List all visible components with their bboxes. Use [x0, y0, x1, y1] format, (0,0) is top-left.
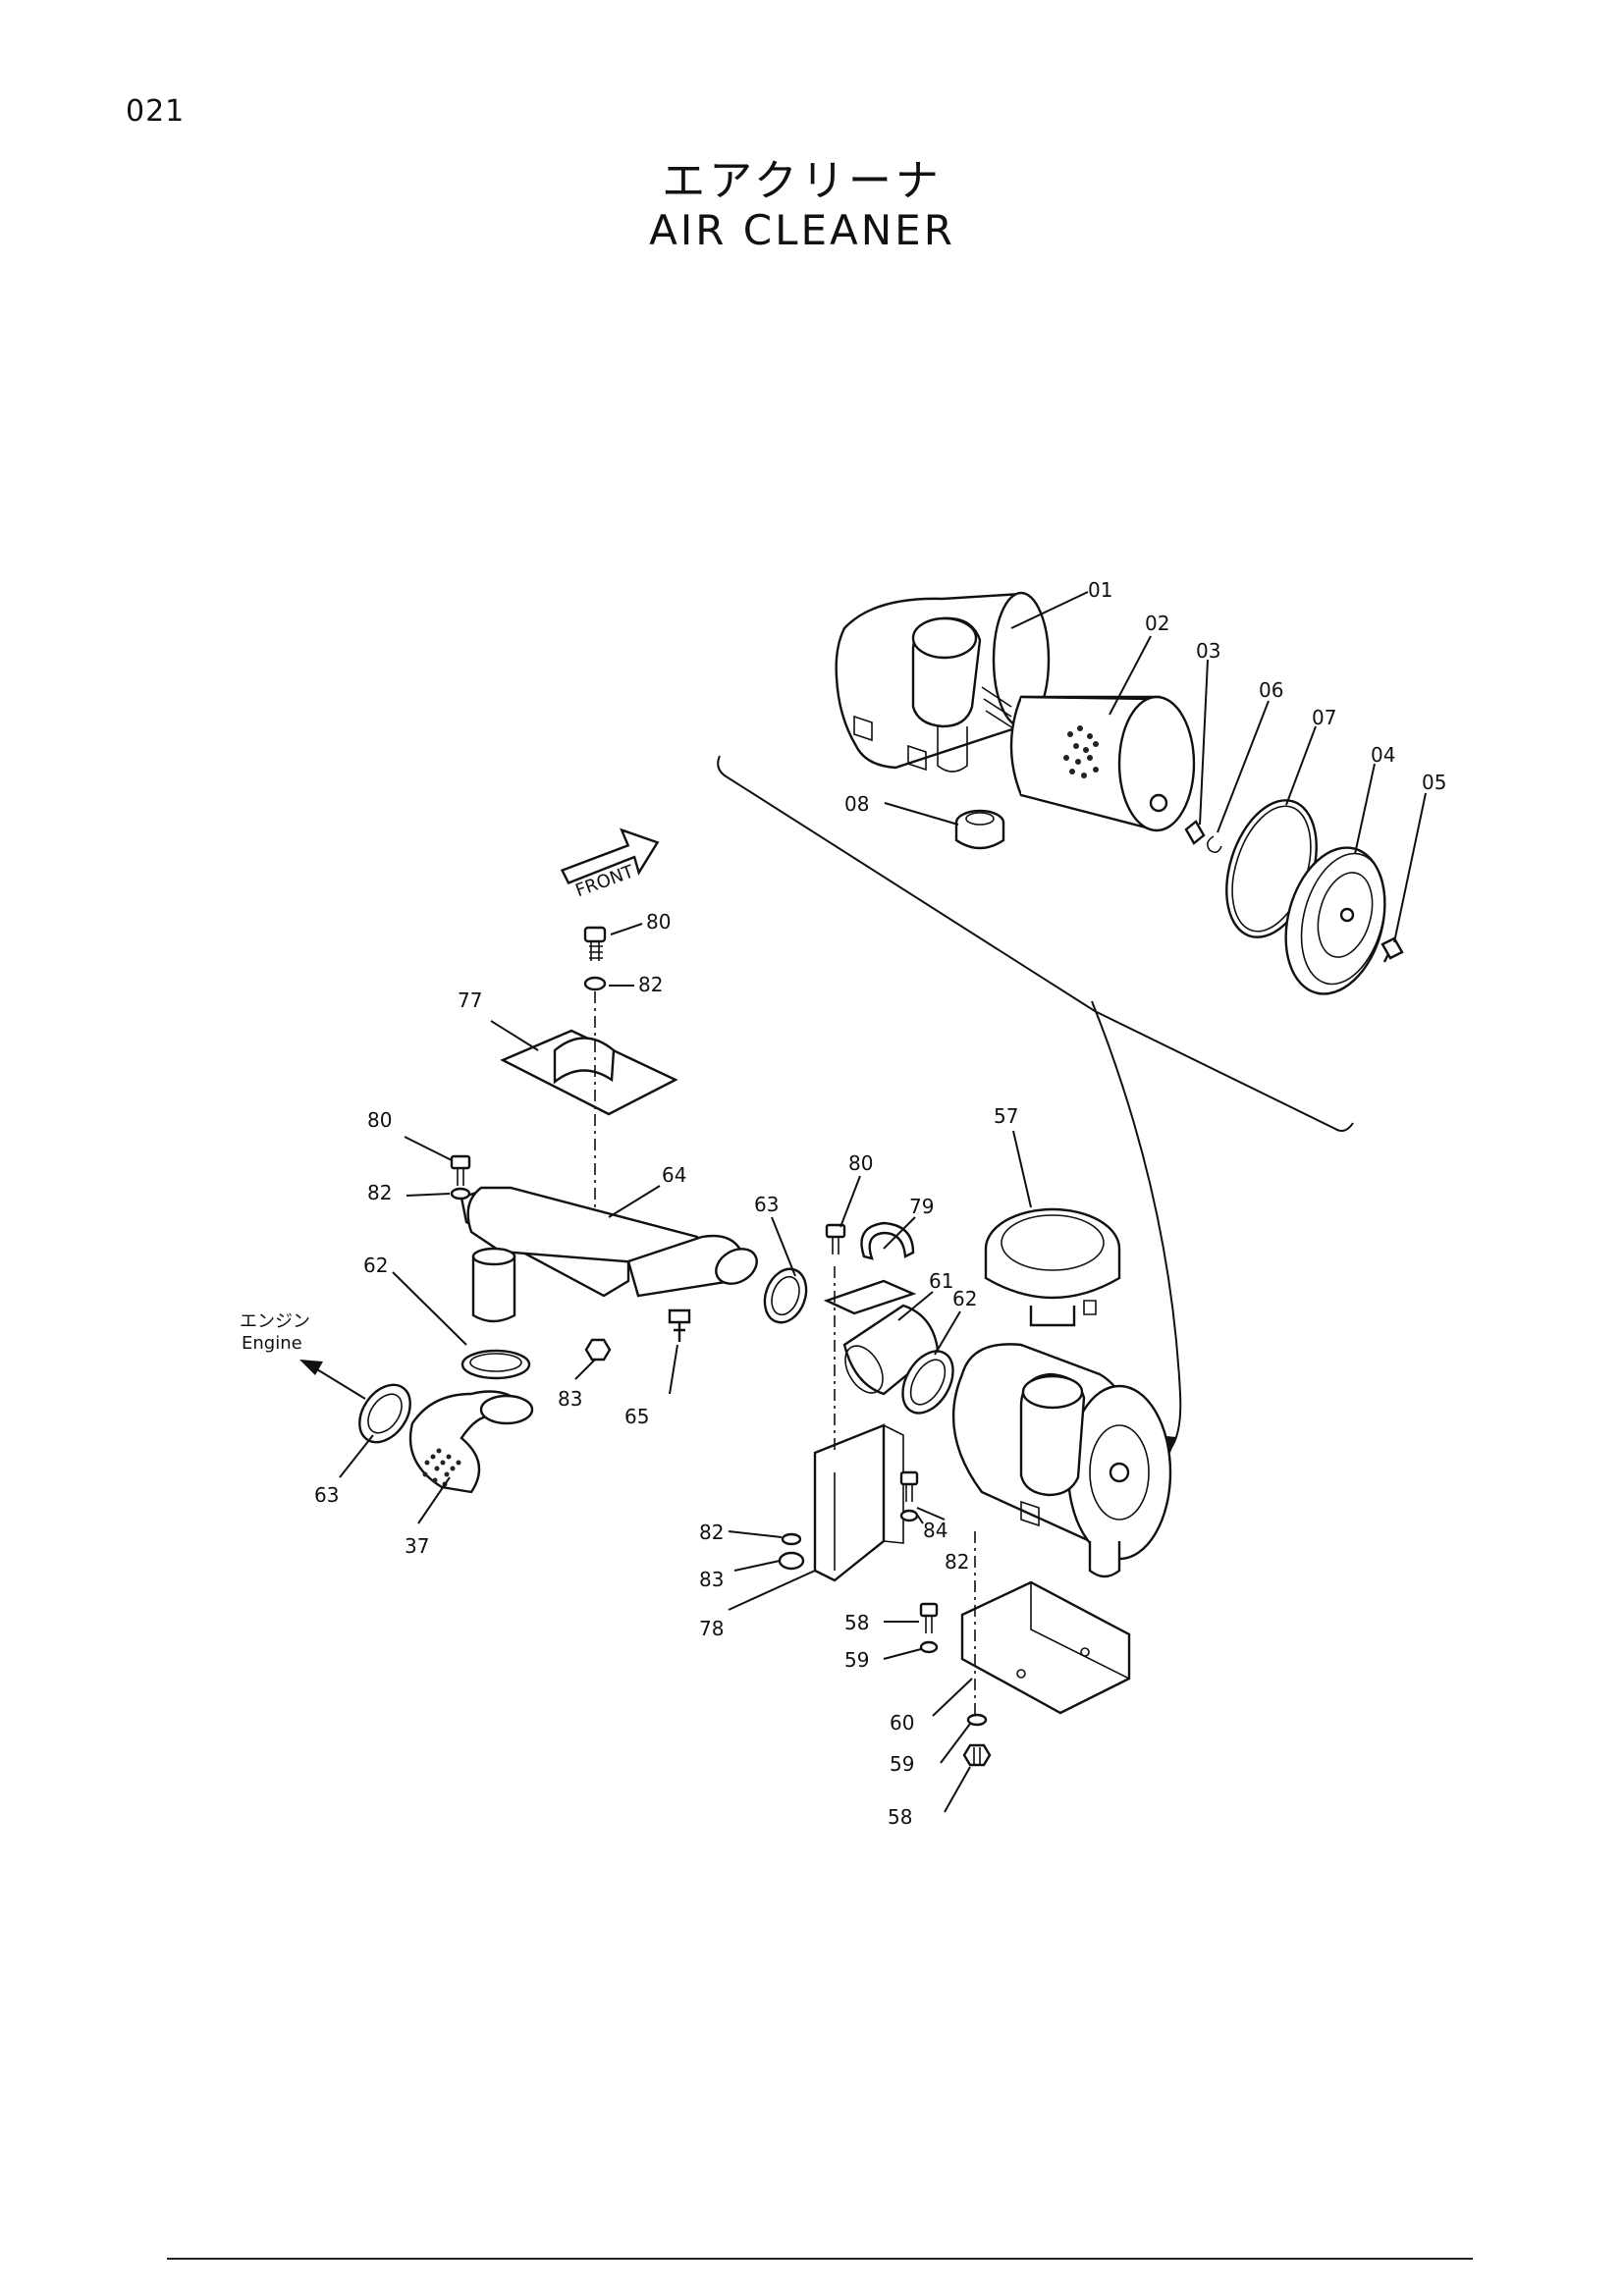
callout-06: 06: [1259, 678, 1283, 702]
wing-nut-part-03: [1184, 820, 1206, 845]
bracket-part-60: [960, 1580, 1131, 1715]
callout-08: 08: [844, 792, 869, 816]
valve-part-08: [954, 809, 1005, 850]
wing-nut-part-05: [1380, 936, 1404, 963]
clamp-part-62-left: [460, 1349, 531, 1380]
leader-lines: [339, 591, 1427, 1813]
hose-part-62-left: [471, 1247, 516, 1323]
bolt-part-80-left: [450, 1154, 471, 1186]
callout-82: 82: [945, 1550, 969, 1574]
engine-direction-arrowhead: [299, 1360, 323, 1375]
callout-65: 65: [624, 1405, 649, 1428]
callout-63: 63: [314, 1483, 339, 1507]
clamp-part-63-lower: [358, 1383, 411, 1444]
washer-part-59-upper: [919, 1640, 939, 1654]
callout-82: 82: [699, 1521, 724, 1544]
callout-62: 62: [952, 1287, 977, 1310]
callout-83: 83: [558, 1387, 582, 1411]
callout-82: 82: [638, 973, 663, 996]
clamp-part-62-right: [901, 1350, 954, 1415]
washer-part-82-left: [450, 1187, 471, 1201]
washer-part-59-lower: [966, 1713, 988, 1727]
callout-80: 80: [367, 1108, 392, 1132]
intake-pipe-part-64: [460, 1186, 758, 1298]
callout-64: 64: [662, 1163, 686, 1187]
front-arrow-icon: [560, 828, 660, 884]
bolt-part-80-top: [583, 926, 607, 961]
washer-part-82-top: [583, 976, 607, 991]
bolt-part-84: [899, 1470, 919, 1502]
callout-58: 58: [888, 1805, 912, 1829]
callout-07: 07: [1312, 706, 1336, 729]
air-cleaner-body-part: [835, 591, 1051, 773]
callout-63: 63: [754, 1193, 779, 1216]
callout-03: 03: [1196, 639, 1220, 663]
cover-part-04: [1284, 846, 1386, 995]
callout-80: 80: [848, 1151, 873, 1175]
callout-80: 80: [646, 910, 671, 934]
page-title-english: AIR CLEANER: [649, 206, 955, 254]
footer-rule: [167, 2258, 1473, 2260]
callout-57: 57: [994, 1104, 1018, 1128]
air-cleaner-assembly-main: [951, 1343, 1172, 1578]
engine-label-japanese: エンジン: [240, 1311, 310, 1332]
callout-78: 78: [699, 1617, 724, 1640]
callout-04: 04: [1371, 743, 1395, 767]
bolt-part-80-mid: [825, 1223, 846, 1255]
elbow-hose-part-37: [408, 1390, 534, 1494]
callout-59: 59: [844, 1648, 869, 1672]
clip-part-06: [1206, 835, 1222, 854]
sensor-part-65: [668, 1308, 691, 1342]
engine-label-english: Engine: [242, 1333, 302, 1354]
callout-02: 02: [1145, 612, 1169, 635]
washer-part-82-bracket: [781, 1532, 802, 1546]
reference-arrow: [1091, 1000, 1182, 1450]
callout-59: 59: [890, 1752, 914, 1776]
callout-77: 77: [458, 988, 482, 1012]
callout-84: 84: [923, 1519, 947, 1542]
engine-direction-arrow: [311, 1365, 366, 1400]
cover-plate-part-77: [500, 1029, 678, 1116]
callout-37: 37: [405, 1534, 429, 1558]
bracket-part-78: [813, 1423, 904, 1582]
filter-element-part: [1009, 695, 1196, 832]
callout-82: 82: [367, 1181, 392, 1204]
callout-05: 05: [1422, 771, 1446, 794]
callout-60: 60: [890, 1711, 914, 1735]
callout-61: 61: [929, 1269, 953, 1293]
nut-part-83-bracket: [778, 1551, 805, 1571]
callout-58: 58: [844, 1611, 869, 1634]
callout-01: 01: [1088, 578, 1112, 602]
page-title-japanese: エアクリーナ: [662, 156, 943, 206]
bolt-part-58-upper: [919, 1602, 939, 1633]
nut-part-83-left: [584, 1338, 612, 1362]
clamp-part-63-upper: [763, 1267, 808, 1324]
precleaner-part-57: [984, 1207, 1121, 1327]
callout-83: 83: [699, 1568, 724, 1591]
page-number: 021: [126, 94, 186, 129]
callout-79: 79: [909, 1195, 934, 1218]
bolt-part-58-lower: [962, 1743, 992, 1767]
callout-62: 62: [363, 1254, 388, 1277]
